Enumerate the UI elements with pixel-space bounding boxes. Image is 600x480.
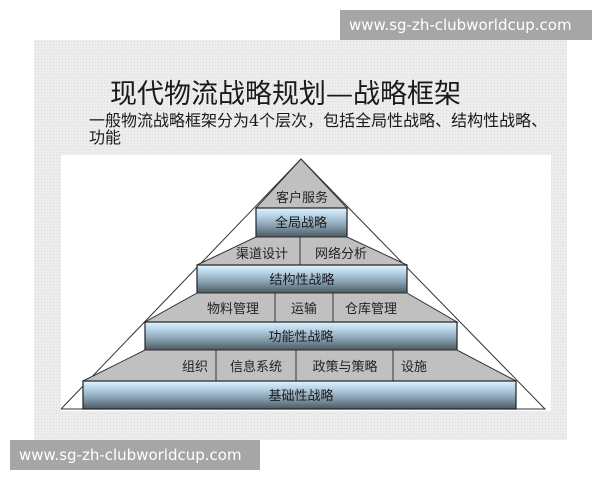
level-3-cell-1: 物料管理 — [207, 302, 259, 317]
level-4-trapezoid — [82, 349, 517, 382]
level-3-bar — [144, 321, 458, 351]
level-1-bar-label: 全局战略 — [275, 215, 327, 231]
pyramid-diagram: 客户服务 全局战略 渠道设计 网络分析 结构性战略 物料管理 运输 仓库管理 功… — [61, 155, 551, 411]
level-2-bar — [196, 264, 408, 294]
level-4-cell-1: 组织 — [182, 360, 208, 375]
level-4-cell-2: 信息系统 — [230, 359, 282, 375]
level-3-cell-3: 仓库管理 — [345, 301, 397, 317]
slide-subtitle: 一般物流战略框架分为4个层次，包括全局性战略、结构性战略、功能 — [89, 111, 548, 147]
level-4-cell-4: 设施 — [401, 360, 427, 375]
level-2-cell-1: 渠道设计 — [236, 247, 288, 262]
watermark-top: www.sg-zh-clubworldcup.com — [340, 10, 592, 40]
level-4-bar-label: 基础性战略 — [268, 388, 333, 404]
apex-label: 客户服务 — [276, 190, 328, 206]
watermark-bottom: www.sg-zh-clubworldcup.com — [10, 440, 260, 470]
level-4-cell-3: 政策与策略 — [312, 359, 377, 375]
level-2-trapezoid — [196, 236, 408, 266]
level-1-bar — [255, 207, 348, 238]
level-2-bar-label: 结构性战略 — [269, 272, 334, 288]
level-4-bar — [82, 380, 517, 410]
level-3-cell-2: 运输 — [291, 301, 317, 317]
slide-title: 现代物流战略规划—战略框架 — [110, 79, 461, 110]
level-3-bar-label: 功能性战略 — [268, 329, 333, 345]
level-2-cell-2: 网络分析 — [315, 246, 367, 262]
